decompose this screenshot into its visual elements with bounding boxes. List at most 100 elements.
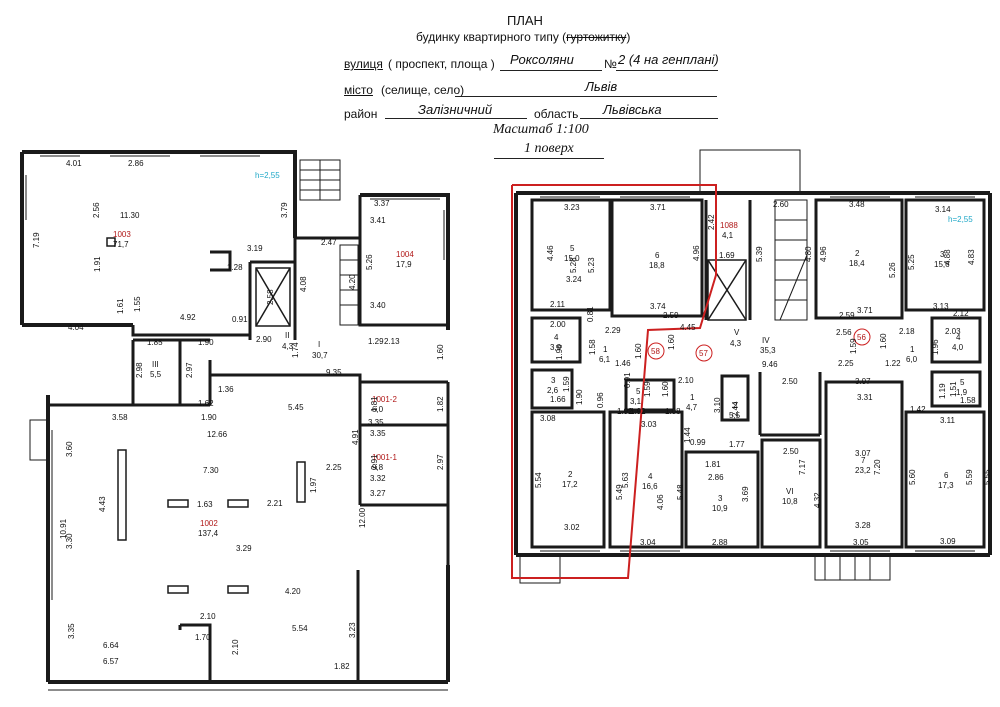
apartment-58-label: 58 bbox=[651, 347, 660, 356]
floor-label: 1 поверх bbox=[524, 141, 574, 156]
district-underline bbox=[385, 118, 527, 119]
dimension-label: 3.07 bbox=[855, 377, 871, 386]
dimension-label: 3.40 bbox=[370, 301, 386, 310]
number-underline bbox=[616, 70, 718, 71]
dimension-label: 1.81 bbox=[370, 396, 379, 412]
dimension-label: 4.91 bbox=[351, 429, 360, 445]
dimension-label: 2.59 bbox=[839, 311, 855, 320]
r-room-3-id: 3 bbox=[940, 250, 945, 259]
dimension-label: 4.46 bbox=[546, 245, 555, 261]
dimension-label: 2.10 bbox=[200, 612, 216, 621]
r-room-5-area: 15,0 bbox=[564, 254, 580, 263]
dimension-label: 2.58 bbox=[266, 289, 275, 305]
dimension-label: 4.20 bbox=[348, 274, 357, 290]
dimension-label: 4.96 bbox=[692, 245, 701, 261]
dimension-label: 4.80 bbox=[804, 246, 813, 262]
dimension-label: 4.04 bbox=[68, 323, 84, 332]
r-room-3c-area: 10,9 bbox=[712, 504, 728, 513]
dimension-label: 12.66 bbox=[207, 430, 228, 439]
dimension-label: 2.97 bbox=[436, 454, 445, 470]
dimension-label: 7.17 bbox=[798, 459, 807, 475]
dimension-label: 2.56 bbox=[92, 202, 101, 218]
dimension-label: 1.60 bbox=[436, 344, 445, 360]
dimension-label: 2.13 bbox=[384, 337, 400, 346]
dimension-label: 3.24 bbox=[566, 275, 582, 284]
dimension-label: 3.05 bbox=[853, 538, 869, 547]
dimension-label: 3.35 bbox=[67, 623, 76, 639]
r-room-1c-area: 4,7 bbox=[686, 403, 698, 412]
room-II-id: II bbox=[285, 331, 289, 340]
dimension-label: 1.60 bbox=[634, 343, 643, 359]
apartment-58-marker bbox=[647, 342, 665, 360]
city-value: Львів bbox=[585, 79, 618, 94]
dimension-label: 5.59 bbox=[965, 469, 974, 485]
r-room-3b-area: 2,6 bbox=[547, 386, 559, 395]
dimension-label: 0.96 bbox=[596, 392, 605, 408]
room-II-area: 4,3 bbox=[282, 342, 294, 351]
r-room-6b-id: 6 bbox=[944, 471, 949, 480]
right-plan bbox=[511, 149, 992, 584]
r-room-5-id: 5 bbox=[570, 244, 575, 253]
right-inner-walls bbox=[530, 198, 986, 549]
room-I-area: 30,7 bbox=[312, 351, 328, 360]
dimension-label: 1.91 bbox=[93, 256, 102, 272]
dimension-label: 3.71 bbox=[857, 306, 873, 315]
dimension-label: 3.09 bbox=[940, 537, 956, 546]
r-room-4c-id: 4 bbox=[648, 472, 653, 481]
dimension-label: 4.43 bbox=[98, 496, 107, 512]
dimension-label: 3.28 bbox=[855, 521, 871, 530]
dimension-label: 2.18 bbox=[899, 327, 915, 336]
r-room-6-area: 18,8 bbox=[649, 261, 665, 270]
dimension-label: 3.41 bbox=[370, 216, 386, 225]
dimension-label: 1.92 bbox=[617, 407, 633, 416]
r-room-2-area: 18,4 bbox=[849, 259, 865, 268]
dimension-label: 4.08 bbox=[299, 276, 308, 292]
r-room-V-area: 4,3 bbox=[730, 339, 742, 348]
dimension-label: 1.59 bbox=[643, 381, 652, 397]
right-height-note: h=2,55 bbox=[948, 215, 973, 224]
left-height-note: h=2,55 bbox=[255, 171, 280, 180]
apartment-56-marker bbox=[853, 328, 871, 346]
dimension-label: 3.07 bbox=[855, 449, 871, 458]
dimension-label: 7.19 bbox=[32, 232, 41, 248]
r-room-1a-area: 6,1 bbox=[599, 355, 611, 364]
dimension-label: 1.82 bbox=[436, 396, 445, 412]
dimension-label: 5.26 bbox=[365, 254, 374, 270]
dimension-label: 4.20 bbox=[285, 587, 301, 596]
left-inner-walls bbox=[48, 195, 450, 682]
dimension-label: 2.25 bbox=[326, 463, 342, 472]
dimension-label: 2.97 bbox=[185, 362, 194, 378]
left-stairs bbox=[299, 159, 359, 326]
dimension-label: 2.47 bbox=[321, 238, 337, 247]
r-room-1b-area: 6,0 bbox=[906, 355, 918, 364]
dimension-label: 4.96 bbox=[819, 246, 828, 262]
room-1004-area: 17,9 bbox=[396, 260, 412, 269]
plan-subtitle: будинку квартирного типу (гуртожитку) bbox=[416, 30, 630, 44]
dimension-label: 1.60 bbox=[661, 381, 670, 397]
room-1001-2-area: 6,0 bbox=[372, 405, 384, 414]
dimension-label: 3.04 bbox=[640, 538, 656, 547]
dimension-label: 11.30 bbox=[120, 211, 140, 220]
dimension-label: 2.50 bbox=[783, 447, 799, 456]
r-room-4c-area: 16,6 bbox=[642, 482, 658, 491]
street-label: вулиця bbox=[344, 57, 383, 71]
dimension-label: 3.79 bbox=[280, 202, 289, 218]
dimension-label: 4.45 bbox=[680, 323, 696, 332]
room-1001-1-area: 9,8 bbox=[372, 463, 384, 472]
r-room-VI-id: VI bbox=[786, 487, 794, 496]
dimension-label: 1.90 bbox=[201, 413, 217, 422]
dimension-label: 4.06 bbox=[656, 494, 665, 510]
dimension-label: 1.61 bbox=[116, 298, 125, 314]
left-columns bbox=[106, 237, 306, 594]
room-1003-id: 1003 bbox=[113, 230, 131, 239]
dimension-label: 4.01 bbox=[66, 159, 82, 168]
dimension-label: 1.85 bbox=[147, 338, 163, 347]
dimension-label: 2.60 bbox=[773, 200, 789, 209]
r-room-1b-id: 1 bbox=[910, 345, 915, 354]
dimension-label: 3.30 bbox=[65, 533, 74, 549]
r-room-2c-id: 2 bbox=[568, 470, 573, 479]
dimension-label: 5.49 bbox=[615, 484, 624, 500]
dimension-label: 1.36 bbox=[218, 385, 234, 394]
right-outer-walls bbox=[514, 191, 992, 557]
r-room-V-id: V bbox=[734, 328, 740, 337]
